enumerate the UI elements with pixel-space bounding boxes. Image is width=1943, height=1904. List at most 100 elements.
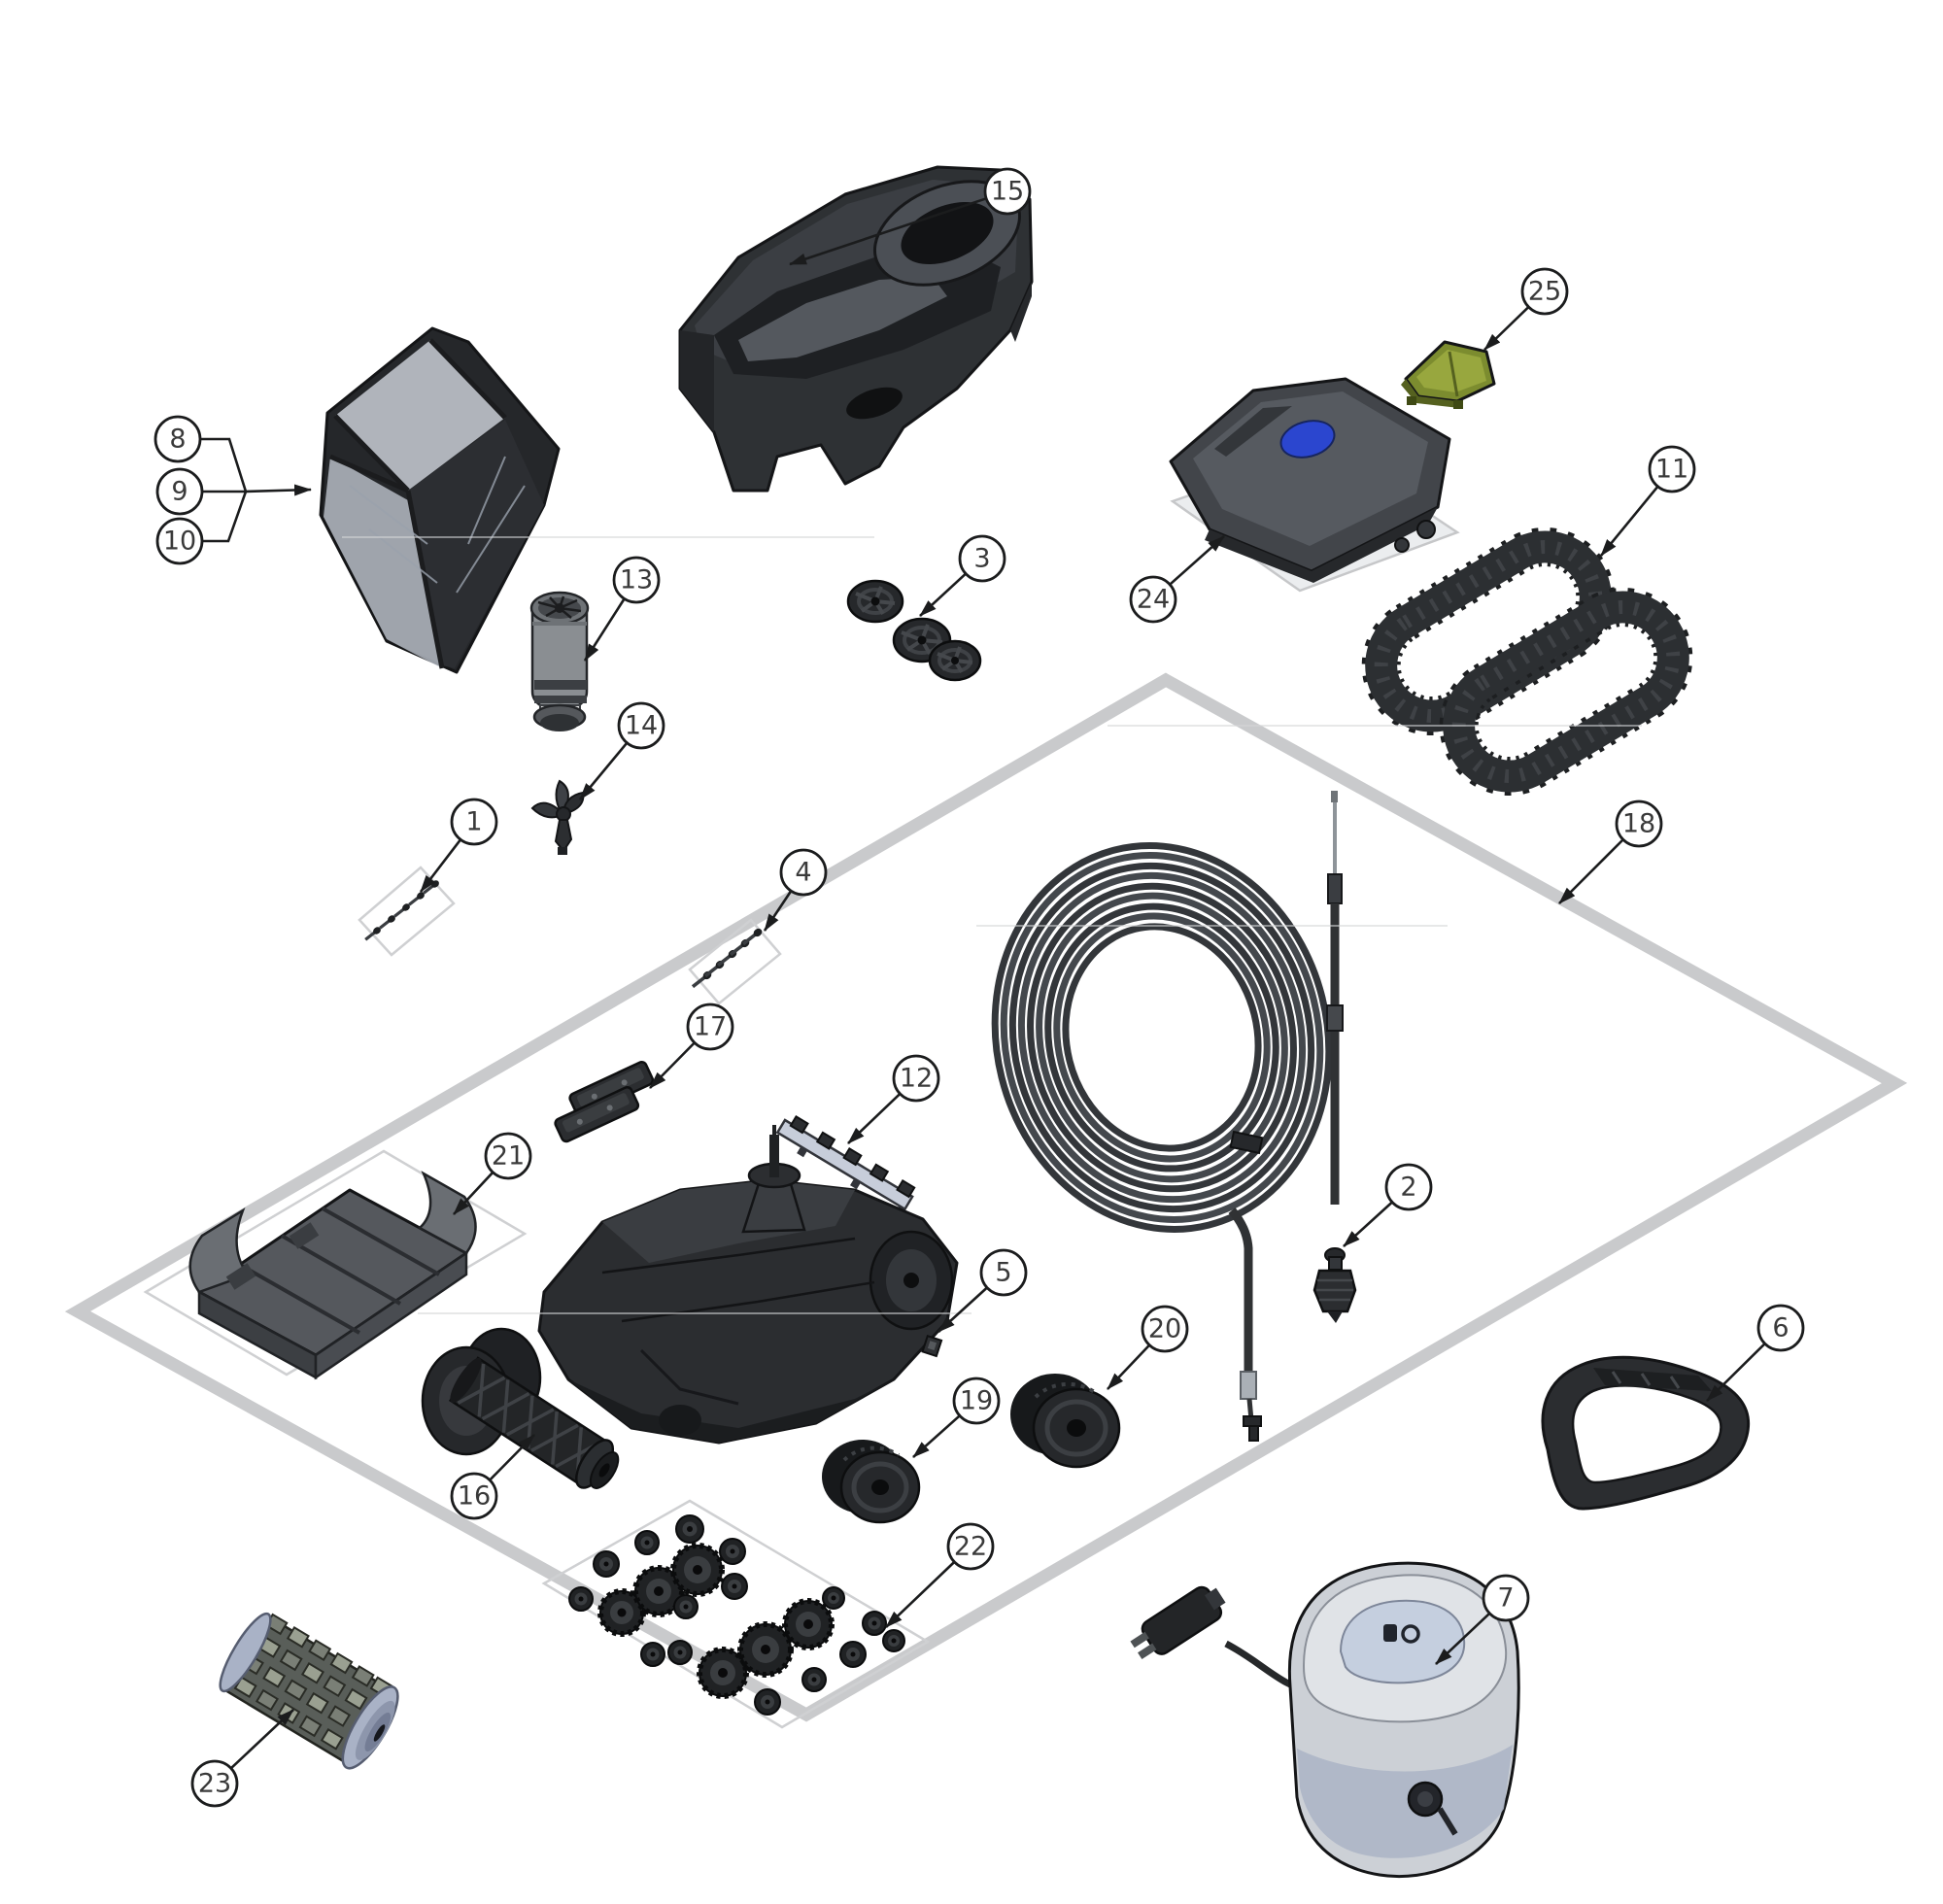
- part-11-tracks: [1361, 527, 1693, 797]
- callout-circle: [612, 556, 661, 604]
- part-5-clip: [921, 1334, 943, 1358]
- part-20-wheel: [1010, 1374, 1121, 1469]
- part-17-brush-plates: [554, 1061, 655, 1143]
- callout-label: 17: [694, 1012, 727, 1042]
- callout-circle: [1129, 575, 1177, 624]
- callout-circle: [1520, 267, 1569, 316]
- callout-label: 7: [1497, 1583, 1514, 1614]
- callout-label: 13: [620, 565, 653, 595]
- callout-label: 9: [171, 477, 187, 507]
- callout-label: 22: [954, 1532, 987, 1562]
- part-7-power-supply: [1130, 1561, 1520, 1879]
- callout-label: 15: [991, 177, 1024, 207]
- callout-circle: [450, 798, 498, 846]
- part-24-top-cover: [1169, 377, 1460, 593]
- callout-21: 21: [453, 1132, 532, 1215]
- callout-label: 3: [973, 544, 990, 574]
- callout-12: 12: [847, 1054, 940, 1144]
- callout-label: 11: [1655, 455, 1688, 485]
- callout-6: 6: [1706, 1304, 1805, 1402]
- callout-7: 7: [1435, 1574, 1530, 1665]
- callout-label: 16: [458, 1481, 491, 1512]
- power-plug: [1130, 1585, 1226, 1660]
- callout-label: 25: [1528, 277, 1561, 307]
- callout-label: 19: [960, 1386, 993, 1416]
- callout-circle: [484, 1132, 532, 1180]
- callout-circle: [892, 1054, 940, 1103]
- callout-2: 2: [1343, 1163, 1433, 1247]
- part-15-top-housing: [678, 165, 1034, 493]
- tangent-hairlines: [342, 536, 1642, 1314]
- part-19-wheel: [822, 1440, 921, 1524]
- callout-15: 15: [789, 167, 1032, 266]
- callout-circle: [450, 1472, 498, 1520]
- callout-3: 3: [919, 534, 1006, 617]
- callout-label: 5: [995, 1258, 1011, 1288]
- part-22-gear-kit: [568, 1514, 905, 1716]
- part-21-brush-support: [188, 1171, 477, 1380]
- callout-circle: [617, 701, 665, 750]
- callout-label: 14: [625, 711, 658, 741]
- callout-label: 2: [1400, 1173, 1416, 1203]
- callout-16: 16: [450, 1434, 535, 1520]
- callout-circle: [946, 1522, 995, 1571]
- part-18-floating-cable: [991, 791, 1344, 1442]
- part-21-tray-outline: [143, 1149, 528, 1377]
- callout-circle: [952, 1377, 1001, 1425]
- callout-label: 20: [1148, 1314, 1181, 1344]
- callout-13: 13: [583, 556, 661, 662]
- callout-17: 17: [649, 1003, 734, 1089]
- callout-label: 6: [1772, 1313, 1789, 1343]
- callout-circle: [983, 167, 1032, 216]
- callout-circle: [958, 534, 1006, 583]
- callout-label: 12: [900, 1064, 933, 1094]
- callout-circle: [1384, 1163, 1433, 1211]
- callout-label: 24: [1137, 585, 1170, 615]
- callout-9: 9: [155, 467, 312, 516]
- callout-10: 10: [155, 491, 248, 565]
- callout-label: 10: [163, 527, 196, 557]
- callout-circle: [155, 517, 204, 565]
- callout-label: 1: [465, 807, 482, 837]
- callout-11: 11: [1599, 445, 1696, 557]
- callout-5: 5: [937, 1248, 1028, 1333]
- part-13-filter-cylinder: [529, 591, 590, 731]
- callout-25: 25: [1483, 267, 1569, 351]
- callout-label: 18: [1622, 809, 1655, 839]
- part-3-wheel-caps: [846, 579, 982, 682]
- cover-blue-button: [1279, 420, 1336, 459]
- callout-circle: [1756, 1304, 1805, 1352]
- callout-14: 14: [578, 701, 665, 800]
- part-16-spiral-roller: [448, 1356, 620, 1489]
- callout-label: 23: [198, 1769, 231, 1799]
- part-8-9-10-filter-basket: [319, 326, 561, 674]
- callout-4: 4: [763, 848, 828, 932]
- callout-1: 1: [419, 798, 498, 893]
- callout-circle: [1615, 799, 1663, 848]
- callout-circle: [779, 848, 828, 897]
- part-23-brush-roller: [219, 1612, 399, 1770]
- callout-circle: [1141, 1305, 1189, 1353]
- part-18-cable-boundary: [64, 672, 1908, 1722]
- callout-circle: [155, 467, 204, 516]
- callout-label: 4: [795, 858, 811, 888]
- callout-circle: [1482, 1574, 1530, 1622]
- callout-circle: [190, 1759, 239, 1808]
- callout-23: 23: [190, 1709, 294, 1808]
- callout-20: 20: [1107, 1305, 1189, 1390]
- part-1-tray-outline: [358, 866, 456, 957]
- callout-8: 8: [153, 415, 248, 493]
- part-6-handle: [1541, 1355, 1751, 1511]
- part-4-tray-outline: [688, 918, 782, 1005]
- callout-circle: [153, 415, 202, 463]
- callout-19: 19: [912, 1377, 1001, 1458]
- callout-label: 21: [492, 1141, 525, 1172]
- part-14-impeller: [530, 779, 585, 855]
- callout-circle: [979, 1248, 1028, 1297]
- part-4-screw-set: [691, 928, 763, 989]
- callout-18: 18: [1558, 799, 1663, 904]
- callout-layer: 1234567891011121314151617181920212223242…: [153, 167, 1805, 1808]
- callout-24: 24: [1129, 535, 1225, 624]
